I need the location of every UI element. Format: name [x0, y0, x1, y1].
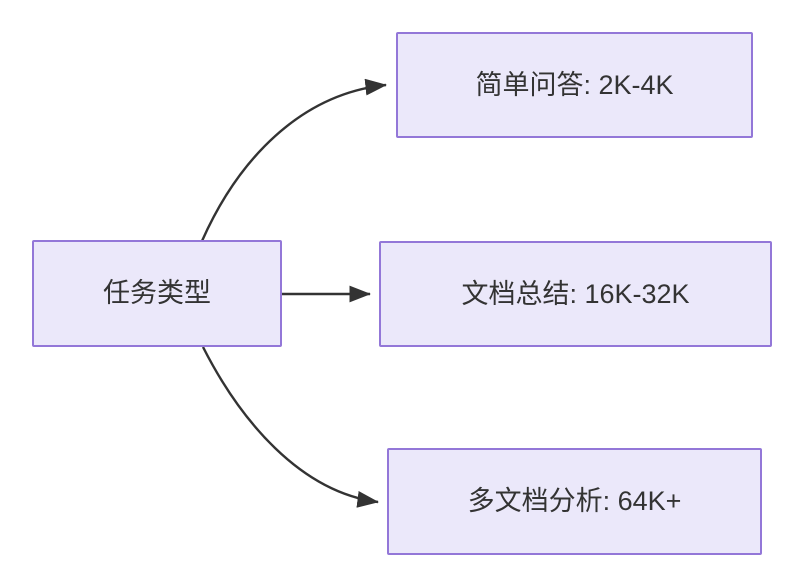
node-multi-document-analysis[interactable]: 多文档分析: 64K+ [387, 448, 762, 555]
node-simple-qa[interactable]: 简单问答: 2K-4K [396, 32, 753, 138]
edge-source-to-simple [200, 78, 387, 242]
node-document-summary[interactable]: 文档总结: 16K-32K [379, 241, 772, 347]
node-simple-qa-label: 简单问答: 2K-4K [475, 69, 674, 100]
node-task-type[interactable]: 任务类型 [32, 240, 282, 347]
node-document-summary-label: 文档总结: 16K-32K [461, 278, 690, 309]
node-task-type-label: 任务类型 [103, 278, 211, 309]
edge-source-to-multidoc [201, 346, 379, 508]
node-multi-document-analysis-label: 多文档分析: 64K+ [467, 486, 682, 517]
